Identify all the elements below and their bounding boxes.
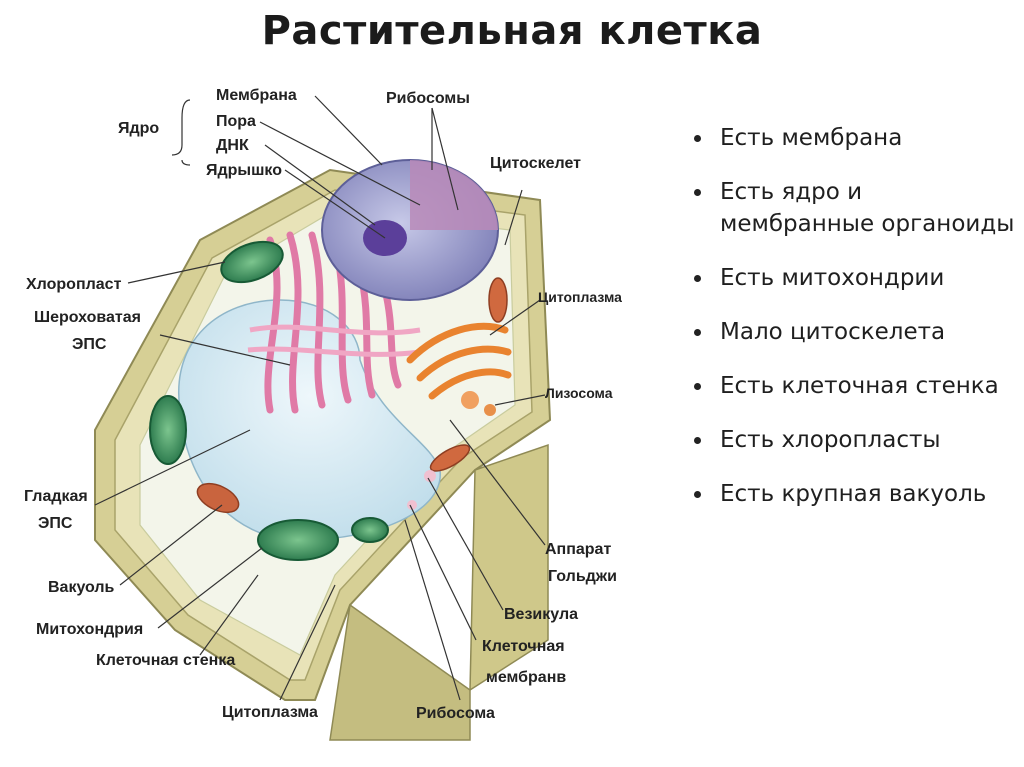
feature-item: Мало цитоскелета: [688, 316, 1018, 348]
label-mitochondria: Митохондрия: [36, 621, 143, 638]
leader-lines: [94, 95, 546, 701]
bullet-dot-icon: [694, 329, 701, 336]
label-rough-er-line2: ЭПС: [72, 336, 107, 353]
label-cell-wall: Клеточная стенка: [96, 652, 235, 669]
label-pore: Пора: [216, 113, 256, 130]
nucleus: [321, 159, 499, 301]
label-cytoplasm-bottom: Цитоплазма: [222, 704, 318, 721]
bullet-dot-icon: [694, 383, 701, 390]
label-smooth-er-line1: Гладкая: [24, 488, 88, 505]
feature-item: Есть хлоропласты: [688, 424, 1018, 456]
label-membrane: Мембрана: [216, 87, 297, 104]
page-title: Растительная клетка: [261, 8, 763, 54]
label-cytoskeleton: Цитоскелет: [490, 155, 581, 172]
label-ribosome: Рибосома: [416, 705, 495, 722]
label-cell-membrane-line1: Клеточная: [482, 638, 565, 655]
label-cell-membrane-line2: мембранв: [486, 669, 566, 686]
label-smooth-er-line2: ЭПС: [38, 515, 73, 532]
smooth-er: [247, 324, 421, 357]
bullet-dot-icon: [694, 189, 701, 196]
feature-item: Есть ядро и мембранные органоиды: [688, 176, 1018, 240]
bullet-dot-icon: [694, 275, 701, 282]
bullet-dot-icon: [694, 135, 701, 142]
label-rough-er-line1: Шероховатая: [34, 309, 141, 326]
bullet-dot-icon: [694, 491, 701, 498]
label-lysosome: Лизосома: [545, 385, 613, 401]
feature-item: Есть митохондрии: [688, 262, 1018, 294]
vesicle-shape: [424, 470, 436, 482]
lysosome-shape: [461, 391, 479, 409]
chloroplasts: [149, 240, 389, 561]
label-golgi-line2: Гольджи: [548, 568, 617, 585]
label-dna: ДНК: [216, 137, 249, 154]
label-golgi-line1: Аппарат: [545, 541, 611, 558]
label-ribosomes: Рибосомы: [386, 90, 470, 107]
label-cytoplasm-right: Цитоплазма: [538, 289, 622, 305]
feature-item: Есть крупная вакуоль: [688, 478, 1018, 510]
golgi-apparatus: [406, 322, 512, 400]
bullet-dot-icon: [694, 437, 701, 444]
label-vesicle: Везикула: [504, 606, 578, 623]
label-vacuole: Вакуоль: [48, 579, 115, 596]
mitochondria-shapes: [196, 277, 508, 514]
feature-item: Есть клеточная стенка: [688, 370, 1018, 402]
feature-list: Есть мембрана Есть ядро и мембранные орг…: [688, 122, 1018, 532]
label-nucleolus: Ядрышко: [206, 162, 282, 179]
label-nucleus: Ядро: [118, 120, 159, 137]
feature-item: Есть мембрана: [688, 122, 1018, 154]
label-chloroplast: Хлоропласт: [26, 276, 122, 293]
